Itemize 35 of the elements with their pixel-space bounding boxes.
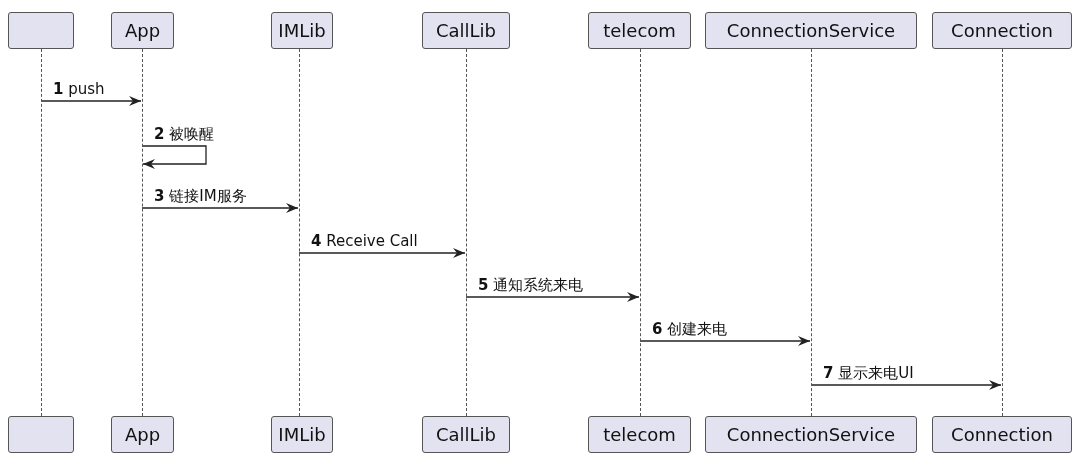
message-label: 5 通知系统来电 [478,276,584,294]
message-label: 2 被唤醒 [154,125,215,143]
message-label: 6 创建来电 [652,320,728,338]
participant-box: telecom [588,416,691,453]
lifeline [142,49,143,416]
message-arrow [639,336,811,346]
participant-box: IMLib [271,416,333,453]
message-label: 1 push [53,80,105,98]
lifeline [299,49,300,416]
lifeline [466,49,467,416]
message-label: 4 Receive Call [311,232,418,250]
participant-box: Connection [932,416,1072,453]
lifeline [811,49,812,416]
participant-box: telecom [588,12,691,49]
participant-box: Connection [932,12,1072,49]
lifeline [41,49,42,416]
participant-box: ConnectionService [705,12,917,49]
message-arrow [141,145,207,169]
participant-box [8,12,74,49]
message-arrow [465,292,640,302]
participant-box: CallLib [422,416,510,453]
lifeline [640,49,641,416]
participant-box: App [111,416,174,453]
message-label: 7 显示来电UI [823,364,914,382]
participant-box [8,416,74,453]
participant-box: ConnectionService [705,416,917,453]
lifeline [1002,49,1003,416]
message-arrow [141,203,299,213]
message-label: 3 链接IM服务 [154,187,247,205]
message-arrow [298,248,466,258]
participant-box: App [111,12,174,49]
message-arrow [40,96,142,106]
message-arrow [810,380,1002,390]
participant-box: IMLib [271,12,333,49]
participant-box: CallLib [422,12,510,49]
